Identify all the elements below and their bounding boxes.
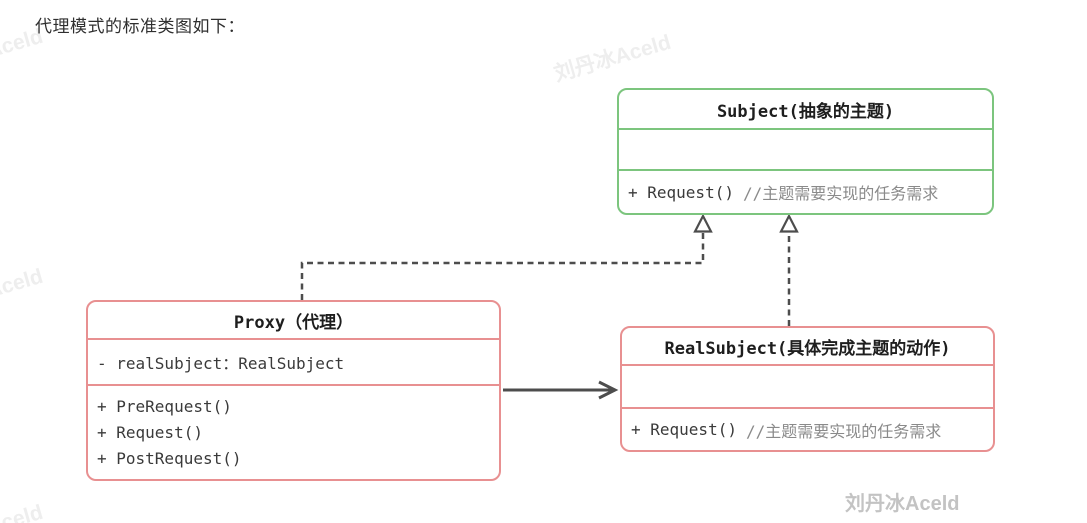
- class-box-subject: Subject(抽象的主题) + Request() //主题需要实现的任务需求: [617, 88, 994, 215]
- proxy-to-subject-dashed-line: [300, 232, 705, 300]
- method-comment: //主题需要实现的任务需求: [745, 421, 942, 441]
- watermark-faint: 刘丹冰Aceld: [0, 264, 46, 321]
- class-methods-subject: + Request() //主题需要实现的任务需求: [619, 169, 992, 213]
- method-signature: + Request(): [97, 423, 203, 442]
- realization-arrowhead-icon: [693, 213, 713, 233]
- class-box-realsubject: RealSubject(具体完成主题的动作) + Request() //主题需…: [620, 326, 995, 452]
- class-title-proxy: Proxy（代理）: [233, 312, 354, 333]
- class-title-realsubject: RealSubject(具体完成主题的动作): [664, 338, 951, 359]
- attribute-signature: - realSubject：RealSubject: [97, 354, 345, 373]
- class-methods-proxy: + PreRequest() + Request() + PostRequest…: [88, 384, 499, 479]
- watermark-faint: 刘丹冰Aceld: [0, 496, 46, 523]
- class-attributes-realsubject: [622, 364, 993, 407]
- method-comment: //主题需要实现的任务需求: [742, 184, 939, 203]
- watermark-author: 刘丹冰Aceld: [845, 493, 960, 515]
- class-box-proxy: Proxy（代理） - realSubject：RealSubject + Pr…: [86, 300, 501, 481]
- method-signature: + Request(): [628, 182, 734, 202]
- method-signature: + PreRequest(): [97, 397, 232, 416]
- class-attributes-subject: [619, 128, 992, 169]
- method-signature: + Request(): [631, 420, 737, 439]
- class-title-subject: Subject(抽象的主题): [716, 101, 895, 122]
- class-methods-realsubject: + Request() //主题需要实现的任务需求: [622, 407, 993, 450]
- realization-arrowhead-icon: [779, 213, 799, 233]
- watermark-faint: 刘丹冰Aceld: [551, 30, 674, 87]
- method-signature: + PostRequest(): [97, 449, 242, 468]
- association-arrowhead-icon: [598, 380, 619, 400]
- class-attributes-proxy: - realSubject：RealSubject: [88, 338, 499, 384]
- page-title: 代理模式的标准类图如下：: [35, 17, 245, 36]
